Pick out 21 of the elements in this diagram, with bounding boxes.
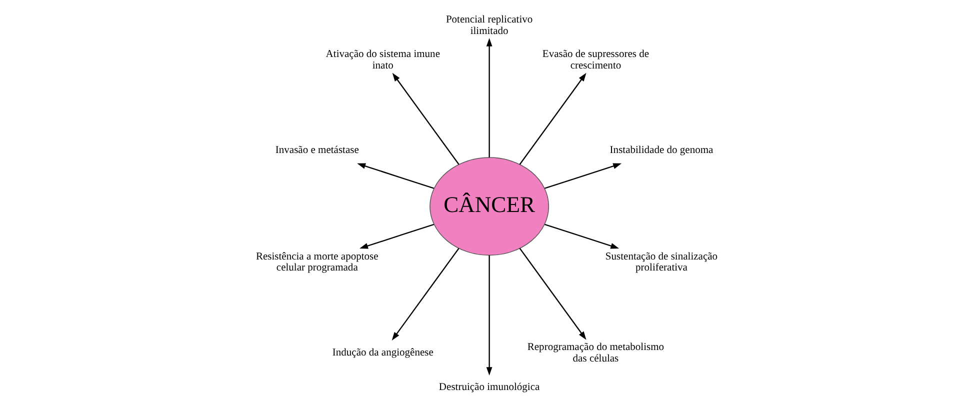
arrow bbox=[486, 255, 492, 376]
arrow bbox=[544, 224, 619, 249]
arrow bbox=[518, 248, 586, 340]
node-text: Potencial replicativo ilimitado bbox=[445, 14, 532, 37]
arrow bbox=[486, 38, 492, 158]
arrow bbox=[392, 72, 459, 165]
node-text: Reprogramação do metabolismo das células bbox=[526, 342, 664, 364]
node-text: Sustentação de sinalização proliferativa bbox=[604, 251, 718, 274]
arrow bbox=[356, 163, 434, 189]
node-text: Invasão e metástase bbox=[274, 145, 358, 156]
node-text: Resistência a morte apoptose celular programada bbox=[255, 251, 378, 274]
node-ellipse: CÂNCER bbox=[429, 157, 549, 256]
node-text: Instabilidade do genoma bbox=[609, 145, 713, 156]
node-text: Evasão de supressores de crescimento bbox=[542, 49, 649, 72]
arrow bbox=[391, 248, 459, 341]
arrow bbox=[518, 72, 586, 165]
node-text: Ativação do sistema imune inato bbox=[325, 49, 440, 72]
arrow bbox=[359, 224, 434, 249]
node-text: Indução da angiogênese bbox=[332, 348, 433, 359]
node-text: Destruição imunológica bbox=[438, 382, 540, 394]
arrow bbox=[544, 163, 622, 189]
